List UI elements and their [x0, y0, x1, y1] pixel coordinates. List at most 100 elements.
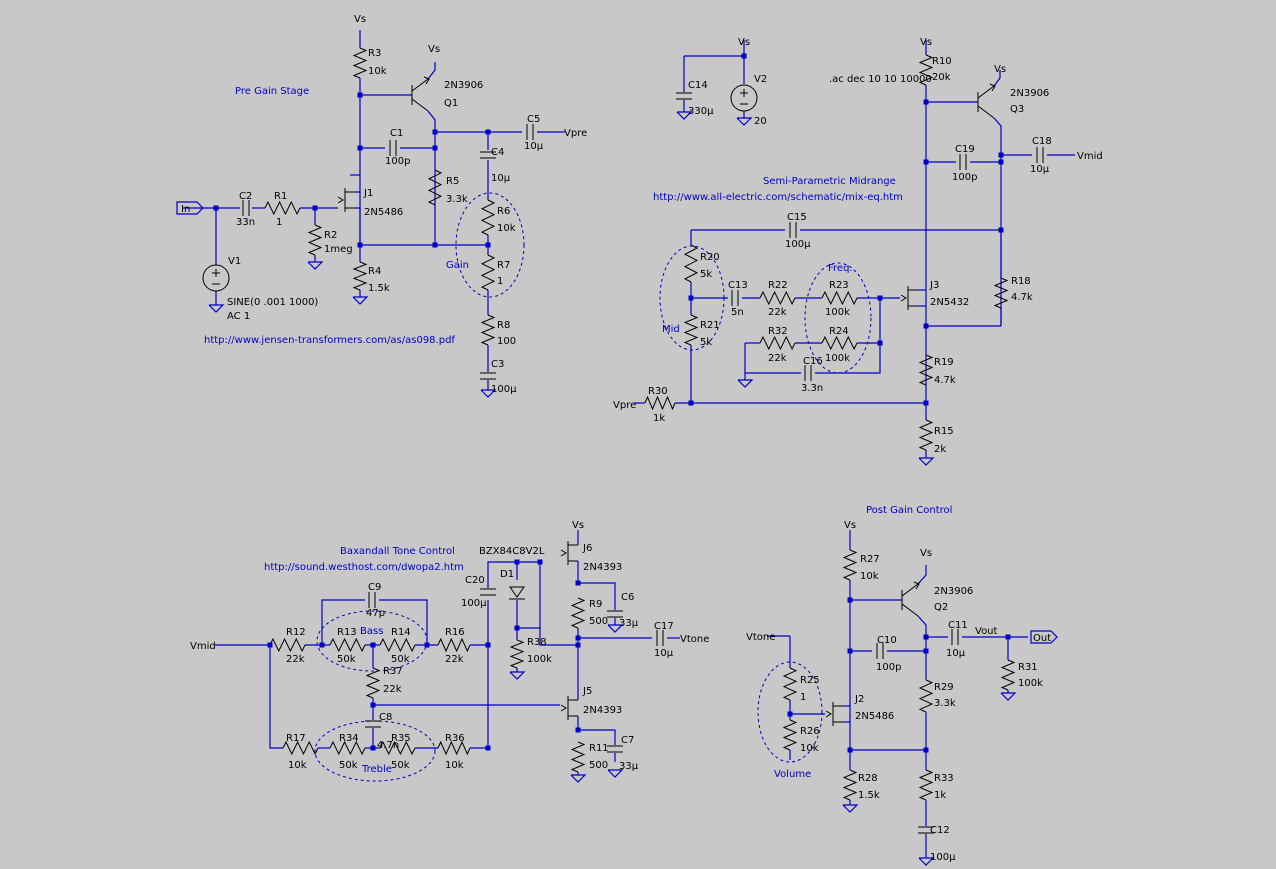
label-r20: R20	[700, 252, 720, 263]
label-c20: C20	[465, 575, 485, 586]
capacitor-c17	[656, 630, 664, 646]
wire	[427, 110, 436, 245]
label-baxandall: Baxandall Tone Control	[340, 546, 455, 557]
resistor-r13	[329, 637, 366, 653]
wire	[578, 582, 616, 610]
voltage-source-v1	[202, 264, 230, 292]
label-vs2: Vs	[428, 44, 440, 55]
junction-dot	[787, 711, 793, 717]
label-vpre-out: Vpre	[564, 128, 587, 139]
capacitor-c16	[804, 365, 812, 381]
capacitor-c8	[365, 720, 381, 728]
label-j2-model: 2N5486	[855, 711, 894, 722]
resistor-r21	[683, 314, 699, 346]
ground-symbol	[737, 379, 754, 388]
label-r9-val: 500	[589, 616, 608, 627]
label-j1-model: 2N5486	[364, 207, 403, 218]
label-r21: R21	[700, 320, 720, 331]
ground-symbol	[208, 304, 225, 313]
resistor-r35	[379, 740, 416, 756]
resistor-r24	[821, 335, 858, 351]
junction-dot	[485, 129, 491, 135]
label-r20-val: 5k	[700, 269, 712, 280]
wire	[917, 565, 927, 585]
capacitor-c20	[480, 588, 496, 596]
capacitor-c4	[480, 151, 496, 159]
label-c3: C3	[491, 359, 504, 370]
label-c14-val: 330µ	[688, 106, 714, 117]
resistor-r17	[282, 740, 319, 756]
label-vmid-out: Vmid	[1077, 151, 1103, 162]
label-q1: Q1	[444, 98, 458, 109]
capacitor-c12	[918, 826, 934, 834]
jfet-j5	[560, 696, 578, 720]
wire	[684, 40, 745, 57]
label-r37-val: 22k	[383, 684, 402, 695]
wire	[516, 600, 540, 629]
label-vout: Vout	[975, 626, 998, 637]
label-r11-val: 500	[589, 760, 608, 771]
resistor-r8	[480, 314, 496, 346]
capacitor-c9	[368, 592, 376, 608]
label-c14: C14	[688, 80, 708, 91]
label-c8: C8	[379, 712, 392, 723]
label-r27-val: 10k	[860, 571, 879, 582]
label-q2-model: 2N3906	[934, 586, 973, 597]
label-r28: R28	[858, 773, 878, 784]
ground-symbol	[570, 774, 587, 783]
ground-symbol	[676, 111, 693, 120]
label-vs6: Vs	[572, 520, 584, 531]
junction-dot	[923, 747, 929, 753]
label-r18-val: 4.7k	[1011, 292, 1033, 303]
label-q1-model: 2N3906	[444, 80, 483, 91]
label-r1: R1	[274, 191, 287, 202]
label-r17-val: 10k	[288, 760, 307, 771]
label-c19: C19	[955, 144, 975, 155]
label-r4: R4	[368, 266, 381, 277]
label-r3: R3	[368, 48, 381, 59]
label-c2: C2	[239, 191, 252, 202]
label-r21-val: 5k	[700, 337, 712, 348]
label-c17-val: 10µ	[654, 648, 674, 659]
voltage-source-v2	[730, 84, 758, 112]
label-r22: R22	[768, 280, 788, 291]
label-c10-val: 100p	[876, 662, 901, 673]
resistor-r9	[570, 597, 586, 629]
label-r8-val: 100	[497, 336, 516, 347]
label-in-port: In	[181, 204, 190, 215]
resistor-r7	[480, 254, 496, 291]
label-c7-val: 33µ	[619, 761, 639, 772]
junction-dot	[514, 559, 520, 565]
label-c12-val: 100µ	[930, 852, 956, 863]
resistor-r11	[570, 741, 586, 773]
label-c19-val: 100p	[952, 172, 977, 183]
label-r16: R16	[445, 627, 465, 638]
ground-symbol	[736, 117, 753, 126]
wire	[435, 131, 489, 150]
label-c6: C6	[621, 592, 634, 603]
resistor-r5	[427, 169, 443, 206]
label-c15: C15	[787, 212, 807, 223]
junction-dot	[923, 159, 929, 165]
label-c11-val: 10µ	[946, 648, 966, 659]
junction-dot	[485, 745, 491, 751]
label-r27: R27	[860, 554, 880, 565]
junction-dot	[575, 635, 581, 641]
junction-dot	[432, 242, 438, 248]
label-vs1: Vs	[354, 14, 366, 25]
label-r38-val: 100k	[527, 654, 552, 665]
label-c12: C12	[930, 825, 950, 836]
resistor-r16	[437, 637, 471, 653]
resistor-r6	[480, 199, 496, 236]
label-c3-val: 100µ	[491, 384, 517, 395]
resistor-r31	[1000, 659, 1016, 691]
label-r4-val: 1.5k	[368, 283, 390, 294]
label-r2: R2	[324, 230, 337, 241]
junction-dot	[370, 745, 376, 751]
label-c5-val: 10µ	[524, 141, 544, 152]
label-r14: R14	[391, 627, 411, 638]
label-c5: C5	[527, 114, 540, 125]
label-freq: Freq.	[828, 263, 853, 274]
label-r15: R15	[934, 426, 954, 437]
label-r16-val: 22k	[445, 654, 464, 665]
